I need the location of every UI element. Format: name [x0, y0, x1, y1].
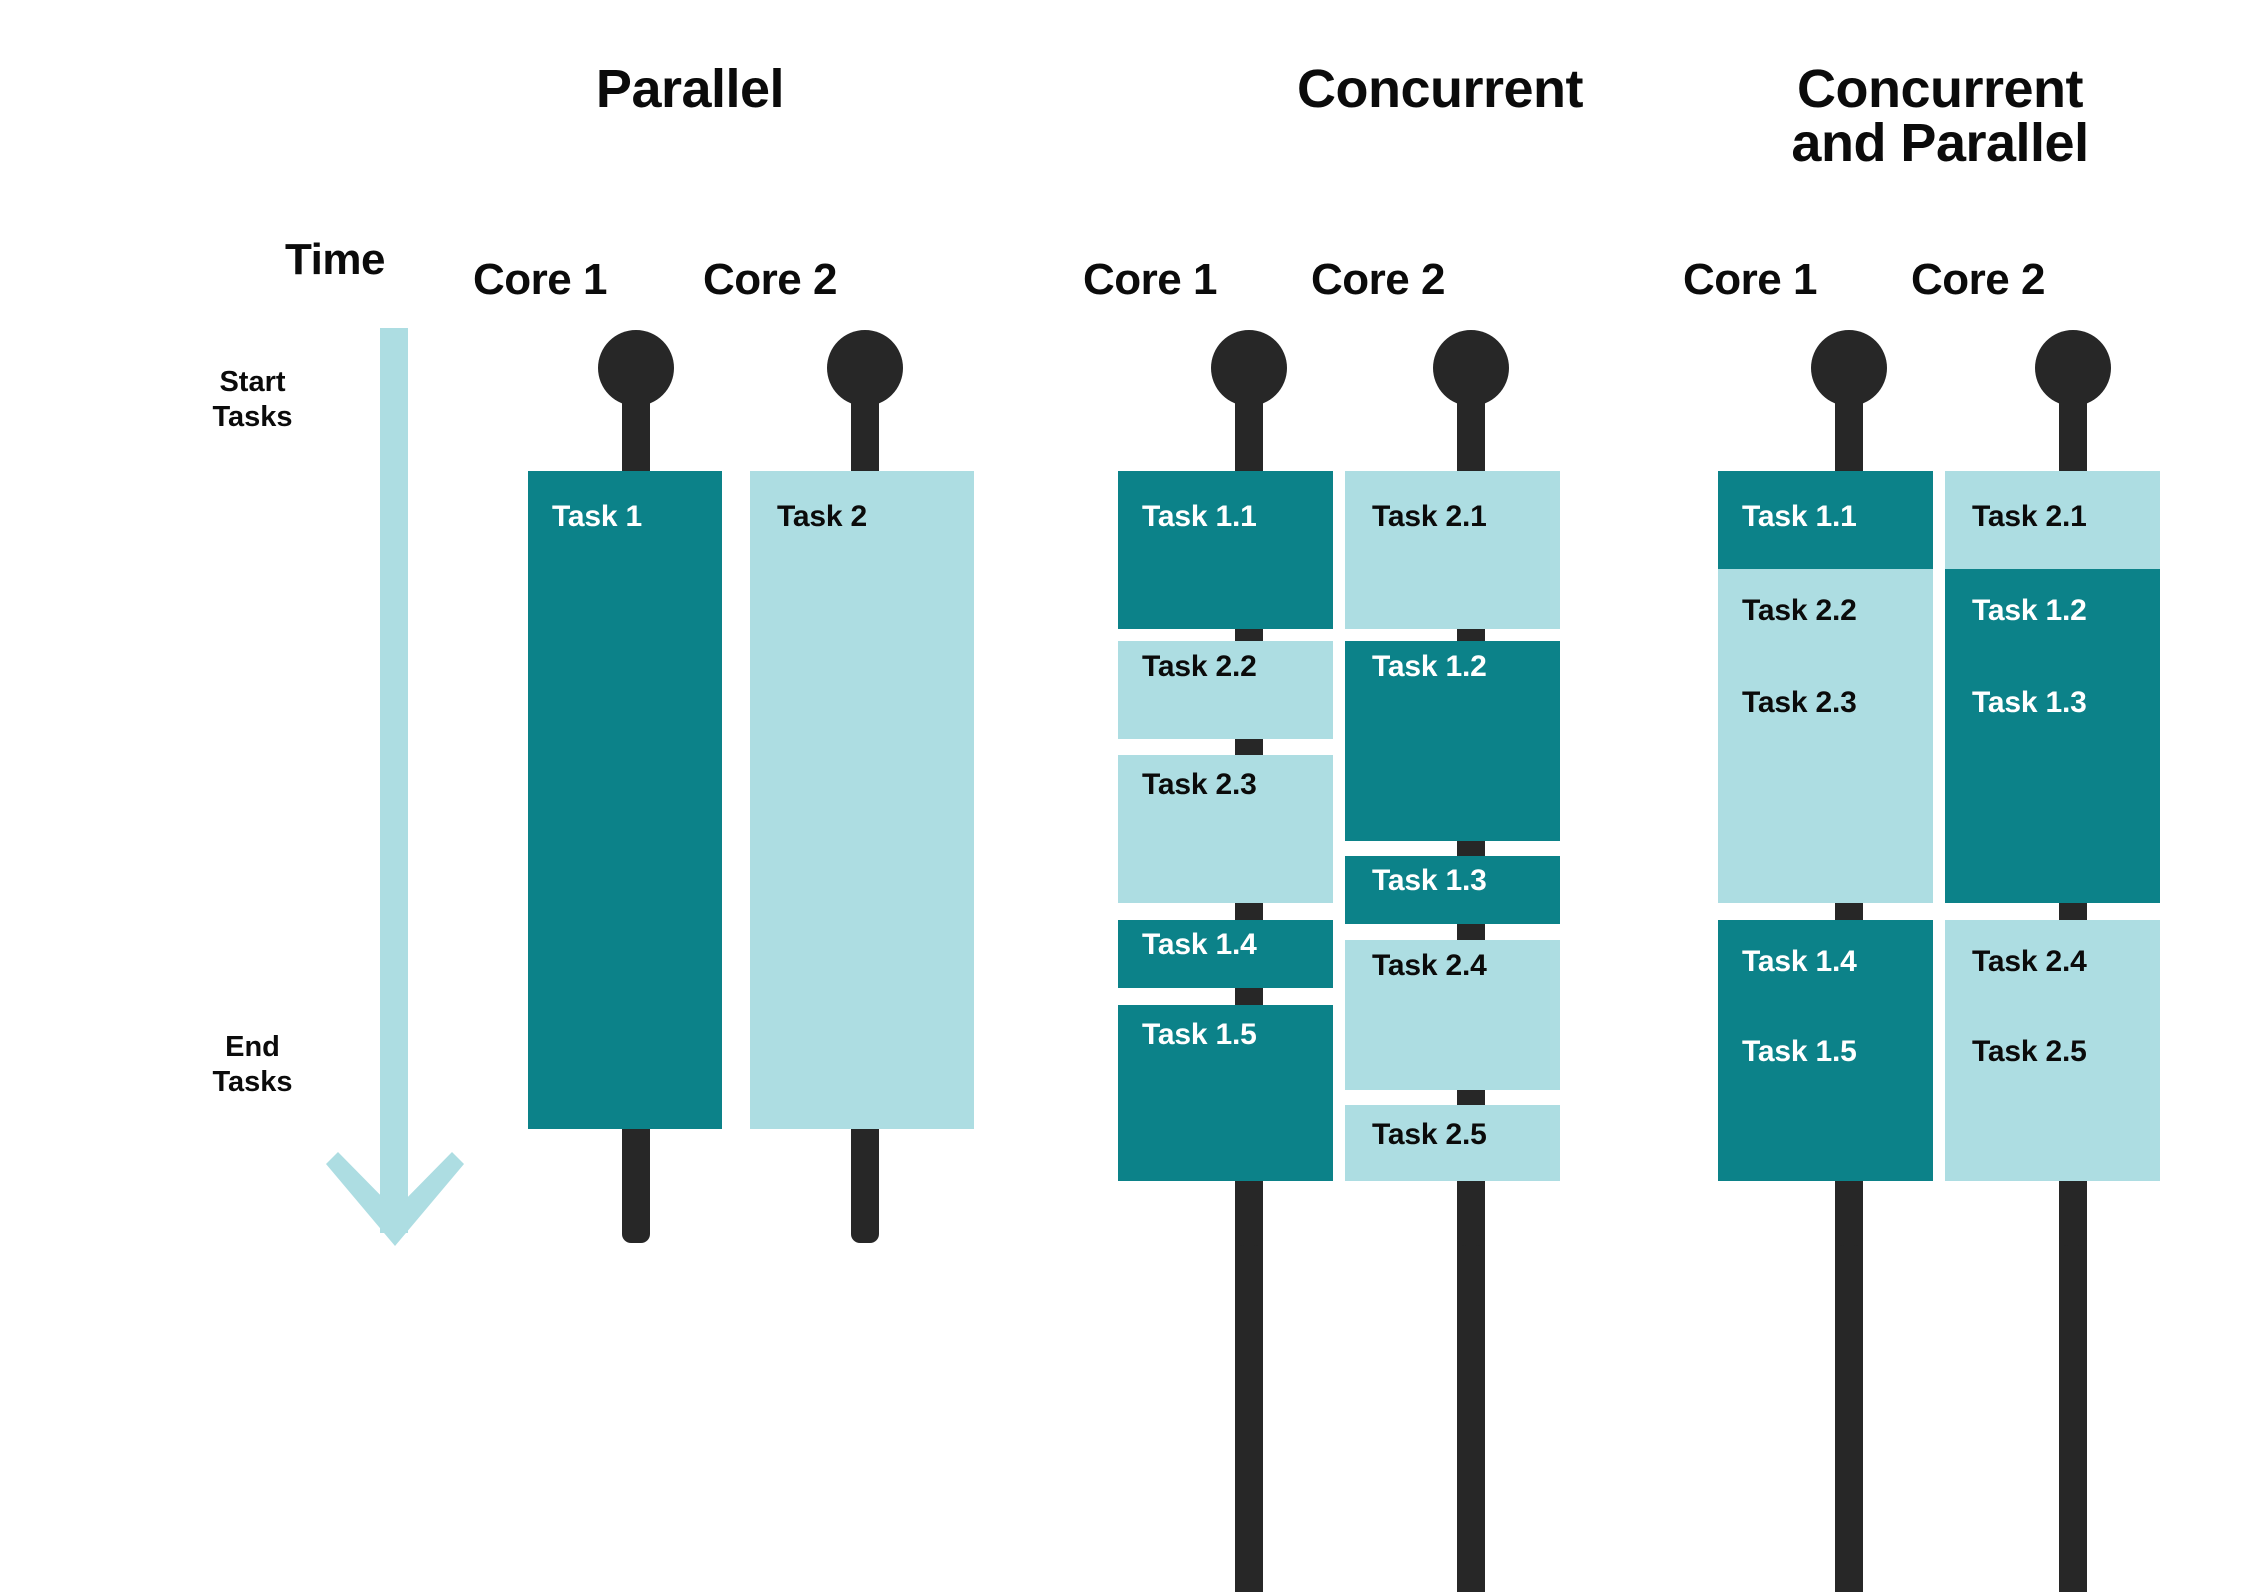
task-block-cap-core2-2[interactable] — [1945, 569, 2160, 903]
core-pin-stem-top-parallel-core1 — [622, 390, 650, 471]
core-label-cap-core1: Core 1 — [1683, 255, 1817, 304]
task-label-cap-core2-3: Task 1.3 — [1972, 686, 2087, 719]
task-label-parallel-core2-task2: Task 2 — [777, 500, 867, 533]
task-label-concurrent-core1-5: Task 1.5 — [1142, 1018, 1257, 1051]
task-block-concurrent-core1-1[interactable] — [1118, 471, 1333, 629]
core-label-concurrent-core1: Core 1 — [1083, 255, 1217, 304]
group-title-concurrent-and-parallel: Concurrent and Parallel — [1791, 59, 2089, 173]
task-block-concurrent-core1-3[interactable] — [1118, 755, 1333, 903]
task-label-concurrent-core1-2: Task 2.2 — [1142, 650, 1257, 683]
task-label-cap-core2-5: Task 2.5 — [1972, 1035, 2087, 1068]
task-label-cap-core2-2: Task 1.2 — [1972, 594, 2087, 627]
task-block-concurrent-core1-4[interactable] — [1118, 920, 1333, 988]
core-label-parallel-core2: Core 2 — [703, 255, 837, 304]
task-block-cap-core2-1[interactable] — [1945, 471, 2160, 569]
core-pin-stem-bottom-cap-core2 — [2059, 1181, 2087, 1246]
task-block-concurrent-core2-5[interactable] — [1345, 1105, 1560, 1181]
task-block-concurrent-core2-1[interactable] — [1345, 471, 1560, 629]
core-pin-stem-bottom-parallel-core1 — [622, 1129, 650, 1243]
core-pin-stem-bottom-concurrent-core2 — [1457, 1181, 1485, 1246]
task-label-parallel-core1-task1: Task 1 — [552, 500, 642, 533]
task-label-cap-core1-4: Task 1.4 — [1742, 945, 1857, 978]
task-block-cap-core1-2[interactable] — [1718, 569, 1933, 903]
task-label-concurrent-core2-4: Task 2.4 — [1372, 949, 1487, 982]
end-tasks-label: End Tasks — [212, 1031, 293, 1099]
core-pin-stem-bottom-parallel-core2 — [851, 1129, 879, 1243]
group-title-concurrent: Concurrent — [1296, 59, 1584, 119]
task-label-concurrent-core1-3: Task 2.3 — [1142, 768, 1257, 801]
task-label-cap-core2-4: Task 2.4 — [1972, 945, 2087, 978]
group-title-parallel: Parallel — [595, 59, 785, 119]
time-arrow-head — [318, 1150, 472, 1280]
task-block-concurrent-core2-3[interactable] — [1345, 856, 1560, 924]
task-block-cap-core1-1[interactable] — [1718, 471, 1933, 569]
task-label-concurrent-core2-5: Task 2.5 — [1372, 1118, 1487, 1151]
task-label-concurrent-core2-1: Task 2.1 — [1372, 500, 1487, 533]
task-label-cap-core2-1: Task 2.1 — [1972, 500, 2087, 533]
core-pin-stem-bottom-concurrent-core1 — [1235, 1181, 1263, 1246]
core-pin-stem-top-parallel-core2 — [851, 390, 879, 471]
task-block-concurrent-core2-4[interactable] — [1345, 940, 1560, 1090]
task-block-concurrent-core1-2[interactable] — [1118, 641, 1333, 739]
task-label-cap-core1-2: Task 2.2 — [1742, 594, 1857, 627]
task-label-concurrent-core2-2: Task 1.2 — [1372, 650, 1487, 683]
task-label-concurrent-core2-3: Task 1.3 — [1372, 864, 1487, 897]
task-block-concurrent-core2-2[interactable] — [1345, 641, 1560, 841]
diagram-canvas: Parallel Concurrent Concurrent and Paral… — [212, 59, 2160, 1592]
core-label-concurrent-core2: Core 2 — [1311, 255, 1445, 304]
task-label-concurrent-core1-1: Task 1.1 — [1142, 500, 1257, 533]
time-axis-title: Time — [285, 235, 385, 284]
start-tasks-label: Start Tasks — [212, 366, 293, 434]
time-arrow-shaft — [380, 328, 408, 1233]
task-block-concurrent-core1-5[interactable] — [1118, 1005, 1333, 1181]
core-label-cap-core2: Core 2 — [1911, 255, 2045, 304]
task-block-cap-core1-4[interactable] — [1718, 920, 1933, 1181]
task-block-cap-core2-4[interactable] — [1945, 920, 2160, 1181]
task-label-cap-core1-3: Task 2.3 — [1742, 686, 1857, 719]
task-label-concurrent-core1-4: Task 1.4 — [1142, 928, 1257, 961]
core-label-parallel-core1: Core 1 — [473, 255, 607, 304]
task-block-parallel-core2-task2[interactable] — [750, 471, 974, 1129]
core-pin-stem-bottom-cap-core1 — [1835, 1181, 1863, 1246]
task-label-cap-core1-5: Task 1.5 — [1742, 1035, 1857, 1068]
task-block-parallel-core1-task1[interactable] — [528, 471, 722, 1129]
task-label-cap-core1-1: Task 1.1 — [1742, 500, 1857, 533]
